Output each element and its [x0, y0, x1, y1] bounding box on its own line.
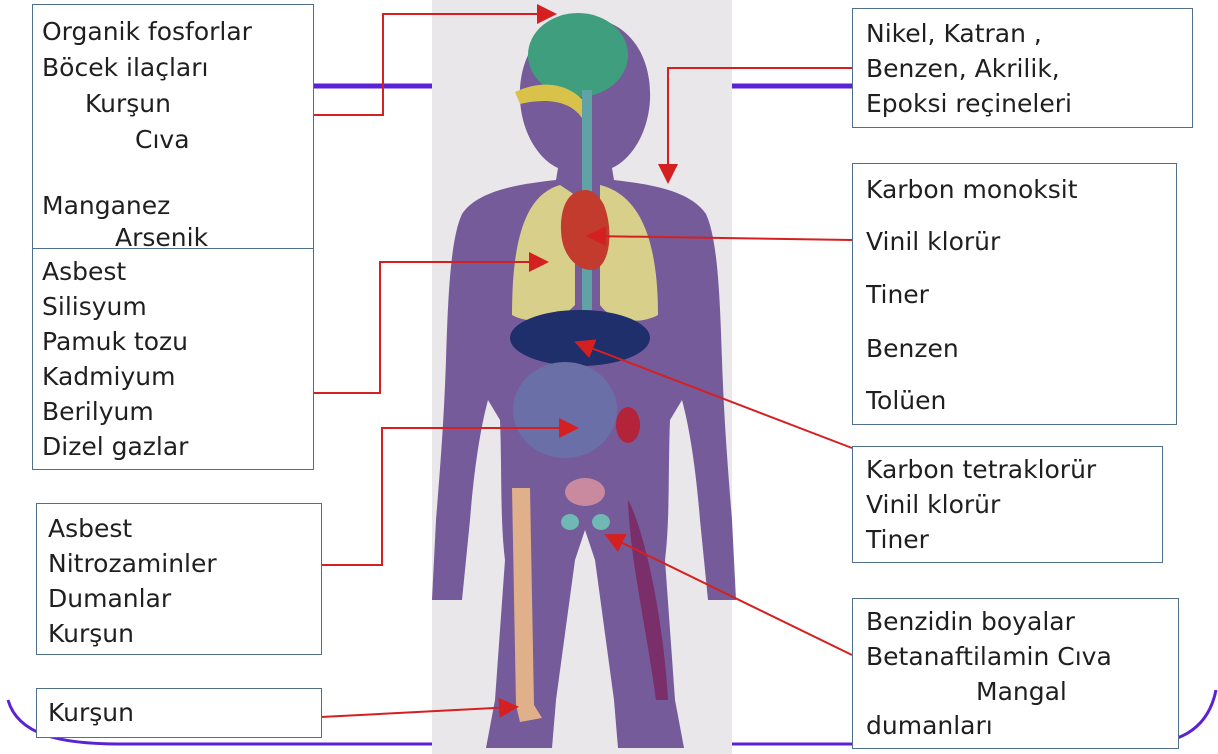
brain-toxin-3: Kurşun	[85, 89, 171, 119]
brain-toxin-4: Cıva	[135, 125, 190, 155]
liver-toxin-3: Tiner	[866, 525, 929, 555]
kidney	[616, 407, 640, 443]
heart-toxin-5: Tolüen	[866, 386, 946, 416]
gut-toxin-3: Dumanlar	[48, 584, 171, 614]
brain-toxin-6: Manganez	[42, 191, 170, 221]
liver-toxin-2: Vinil klorür	[866, 490, 1000, 520]
bone-toxins-box: Kurşun	[36, 688, 322, 738]
heart-toxin-4: Benzen	[866, 334, 959, 364]
bladder-toxin-4: dumanları	[866, 711, 993, 741]
gut-toxins-box: Asbest Nitrozaminler Dumanlar Kurşun	[36, 503, 322, 655]
skin-toxin-2: Benzen, Akrilik,	[866, 54, 1060, 84]
heart-toxins-box: Karbon monoksit Vinil klorür Tiner Benze…	[852, 163, 1177, 425]
liver-toxins-box: Karbon tetraklorür Vinil klorür Tiner	[852, 446, 1163, 563]
lung-toxin-3: Pamuk tozu	[42, 327, 188, 357]
lung-toxin-6: Dizel gazlar	[42, 432, 188, 462]
brain-toxin-1: Organik fosforlar	[42, 17, 252, 47]
testis-right	[592, 514, 610, 530]
heart-toxin-1: Karbon monoksit	[866, 175, 1078, 205]
gut-toxin-1: Asbest	[48, 514, 132, 544]
skin-toxins-box: Nikel, Katran , Benzen, Akrilik, Epoksi …	[852, 8, 1193, 128]
skin-toxin-3: Epoksi reçineleri	[866, 89, 1072, 119]
liver	[510, 310, 650, 366]
heart-toxin-3: Tiner	[866, 280, 929, 310]
heart-toxin-2: Vinil klorür	[866, 227, 1000, 257]
testis-left	[561, 514, 579, 530]
bladder-toxin-2: Betanaftilamin Cıva	[866, 642, 1112, 672]
lung-toxin-1: Asbest	[42, 257, 126, 287]
bladder-toxin-3: Mangal	[976, 677, 1067, 707]
bladder	[565, 478, 605, 506]
brain-toxin-2: Böcek ilaçları	[42, 53, 208, 83]
lung-toxin-4: Kadmiyum	[42, 362, 175, 392]
skin-toxin-1: Nikel, Katran ,	[866, 19, 1042, 49]
lung-toxin-5: Berilyum	[42, 397, 154, 427]
bladder-toxin-1: Benzidin boyalar	[866, 607, 1075, 637]
bone-toxin-1: Kurşun	[48, 698, 134, 728]
gut-toxin-2: Nitrozaminler	[48, 549, 217, 579]
brain-toxins-box: Organik fosforlar Böcek ilaçları Kurşun …	[32, 4, 314, 256]
brain	[528, 13, 628, 97]
liver-toxin-1: Karbon tetraklorür	[866, 455, 1096, 485]
lung-toxin-2: Silisyum	[42, 292, 147, 322]
lung-toxins-box: Asbest Silisyum Pamuk tozu Kadmiyum Beri…	[32, 248, 314, 470]
bladder-toxins-box: Benzidin boyalar Betanaftilamin Cıva Man…	[852, 598, 1179, 749]
gut-toxin-4: Kurşun	[48, 619, 134, 649]
intestines	[513, 362, 617, 458]
